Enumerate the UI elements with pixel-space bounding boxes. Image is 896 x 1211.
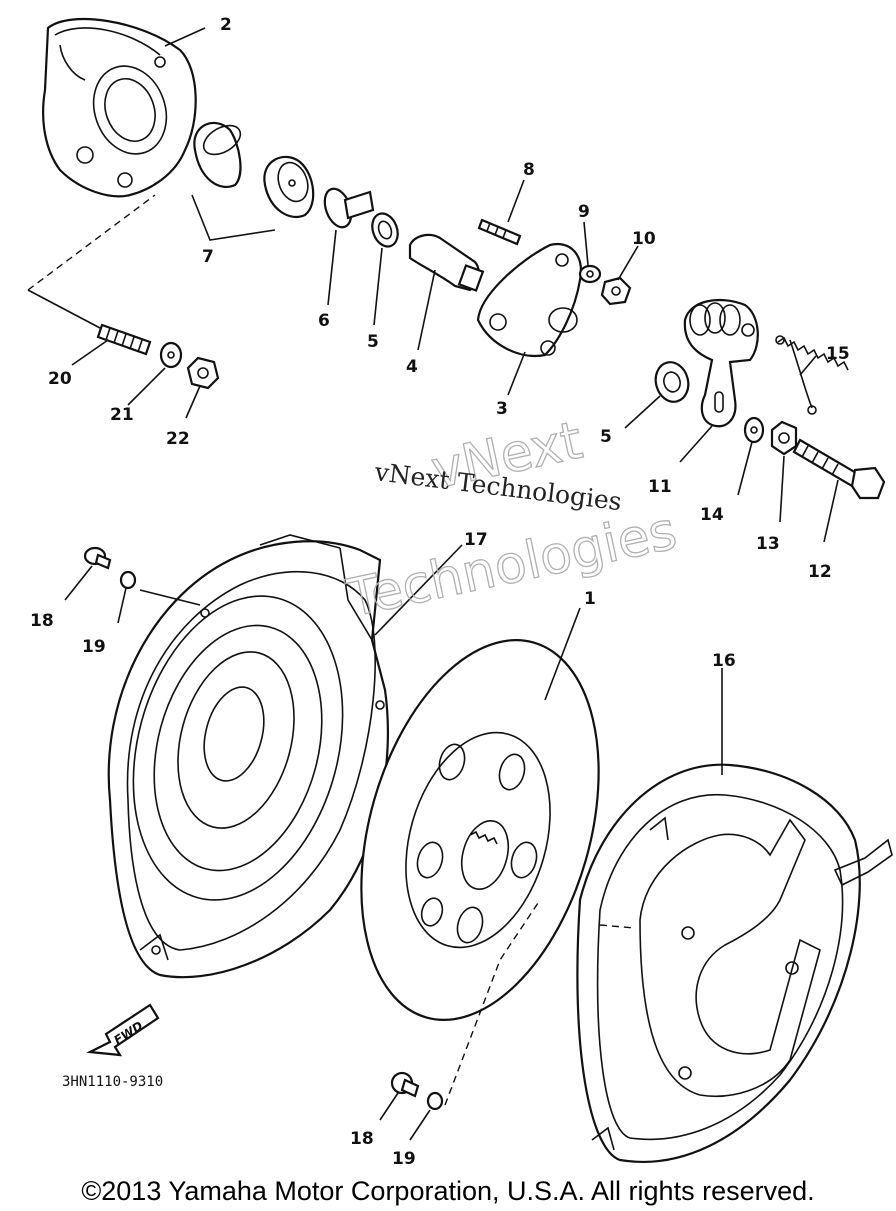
callout-9: 9: [578, 202, 590, 222]
callout-7: 7: [202, 247, 214, 267]
part-1-disc: [360, 639, 600, 1021]
part-9-washer: [578, 264, 602, 284]
callout-4: 4: [406, 357, 418, 377]
callout-20: 20: [48, 369, 72, 389]
part-21-washer: [159, 341, 183, 369]
part-2-bracket: [42, 18, 197, 198]
watermark-outline-bottom: Technologies: [341, 501, 681, 629]
callout-22: 22: [166, 429, 190, 449]
callout-16: 16: [712, 651, 736, 671]
part-19-washer-lower: [426, 1091, 444, 1111]
part-10-nut: [600, 276, 632, 306]
part-5-bearing-upper: [371, 212, 399, 248]
callout-14: 14: [700, 505, 724, 525]
part-12-bolt: [792, 438, 886, 500]
callout-19-upper: 19: [82, 637, 106, 657]
part-4-actuator: [408, 233, 485, 292]
callout-2: 2: [220, 15, 232, 35]
callout-1: 1: [584, 589, 596, 609]
part-5-bearing-lower: [654, 361, 690, 403]
part-13-nut: [770, 420, 798, 456]
part-16-shield: [576, 763, 893, 1163]
callout-17: 17: [464, 530, 488, 550]
part-19-washer-upper: [119, 570, 137, 590]
callout-5-lower: 5: [600, 427, 612, 447]
part-3-plate: [476, 242, 583, 358]
part-15-spring: [775, 335, 849, 415]
part-6-pin: [323, 187, 375, 229]
part-20-stud: [96, 323, 152, 356]
callout-15: 15: [826, 344, 850, 364]
diagram-code: 3HN1110-9310: [62, 1074, 163, 1090]
part-7-caps: [193, 121, 315, 219]
fwd-arrow-icon: FWD: [86, 1003, 160, 1057]
part-18-bolt-lower: [390, 1071, 420, 1098]
callout-6: 6: [318, 311, 330, 331]
callout-5-upper: 5: [367, 332, 379, 352]
part-8-stud: [477, 218, 522, 246]
callout-8: 8: [523, 160, 535, 180]
leader-lines: [27, 27, 839, 1141]
watermark: vNext Technologies vNext Technologies: [341, 410, 682, 630]
part-11-lever: [683, 298, 759, 428]
part-17-cover: [107, 534, 390, 979]
callout-12: 12: [808, 562, 832, 582]
part-18-bolt-upper: [83, 546, 112, 570]
callout-11: 11: [648, 477, 672, 497]
callout-21: 21: [110, 405, 134, 425]
callout-10: 10: [632, 229, 656, 249]
part-22-nut: [186, 356, 220, 390]
callout-19-lower: 19: [392, 1149, 416, 1169]
callout-18-upper: 18: [30, 611, 54, 631]
callout-13: 13: [756, 534, 780, 554]
copyright-notice: ©2013 Yamaha Motor Corporation, U.S.A. A…: [81, 1176, 815, 1206]
callout-3: 3: [496, 399, 508, 419]
callout-18-lower: 18: [350, 1129, 374, 1149]
part-numbers: 1 2 3 4 5 5 6 7 8 9 10 11 12 13 14 15 16…: [30, 15, 850, 1169]
part-14-washer: [743, 416, 765, 444]
